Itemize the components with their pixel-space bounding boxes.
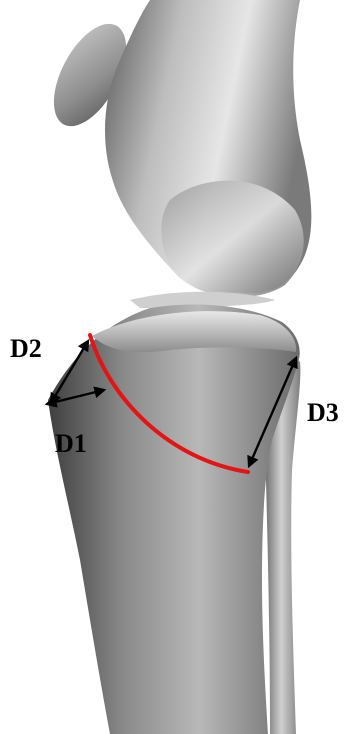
tibia [48, 304, 300, 734]
tibial-plateau [92, 311, 296, 352]
label-d2: D2 [10, 334, 42, 363]
label-d1: D1 [55, 429, 87, 458]
label-d3: D3 [307, 398, 339, 427]
